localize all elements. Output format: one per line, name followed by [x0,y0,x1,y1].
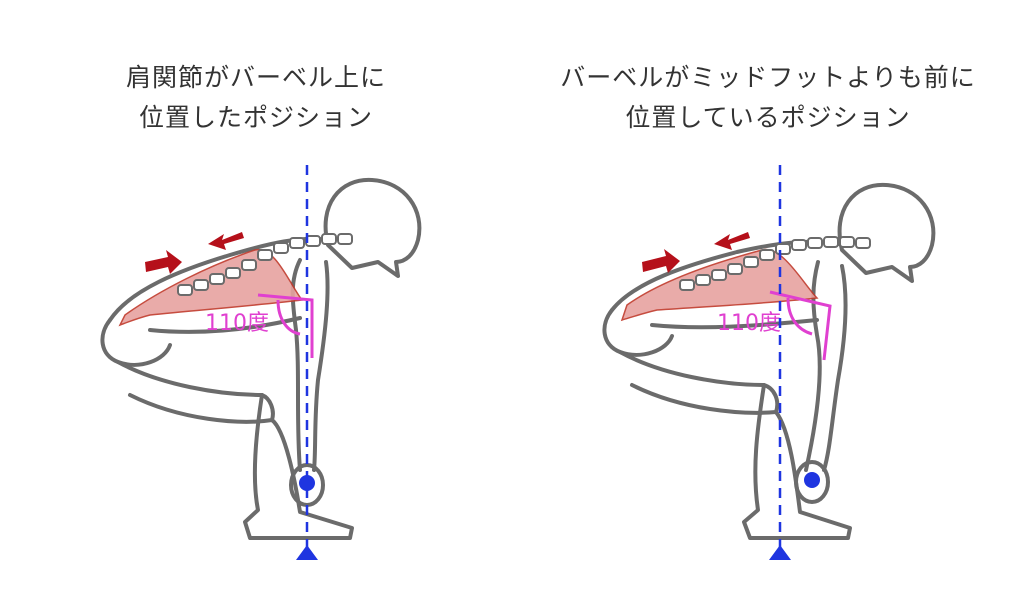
panel-title: 肩関節がバーベル上に 位置したポジション [0,58,512,138]
hand [794,460,830,504]
barbell-icon [299,475,315,491]
arm [290,258,330,472]
spine [177,233,353,296]
midfoot-triangle-icon [769,545,791,560]
force-arrows [642,232,750,273]
title-line-1: 肩関節がバーベル上に [125,63,386,92]
shin [742,383,852,540]
title-line-2: 位置したポジション [138,103,373,132]
panel-right: バーベルがミッドフットよりも前に 位置しているポジション [512,0,1024,612]
panel-title: バーベルがミッドフットよりも前に 位置しているポジション [512,58,1024,138]
angle-label: 110度 [205,311,269,336]
hip [602,308,674,357]
title-line-2: 位置しているポジション [625,103,911,132]
angle-marker [257,293,314,358]
head [323,177,422,278]
midfoot-triangle-icon [296,545,318,560]
force-arrows [145,232,244,274]
panel-left: 肩関節がバーベル上に 位置したポジション [0,58,512,560]
body-outline [100,177,422,540]
title-line-1: バーベルがミッドフットよりも前に [560,63,976,92]
thigh [116,360,275,424]
lifter-figure-right: 110度 [602,165,936,560]
shin [243,393,354,540]
arm [804,260,848,472]
arrow-left-icon [714,232,750,250]
head [837,182,936,283]
arrow-right-icon [642,249,680,273]
thigh [618,350,780,415]
barbell-icon [804,472,820,488]
angle-marker [769,290,832,361]
hip [100,318,172,367]
spine [679,236,871,291]
lifter-figure-left: 110度 [100,165,422,560]
back-muscle [620,248,819,322]
arrow-right-icon [145,250,182,274]
arrow-left-icon [208,232,244,250]
angle-label: 110度 [717,311,781,336]
body-outline [602,182,936,540]
